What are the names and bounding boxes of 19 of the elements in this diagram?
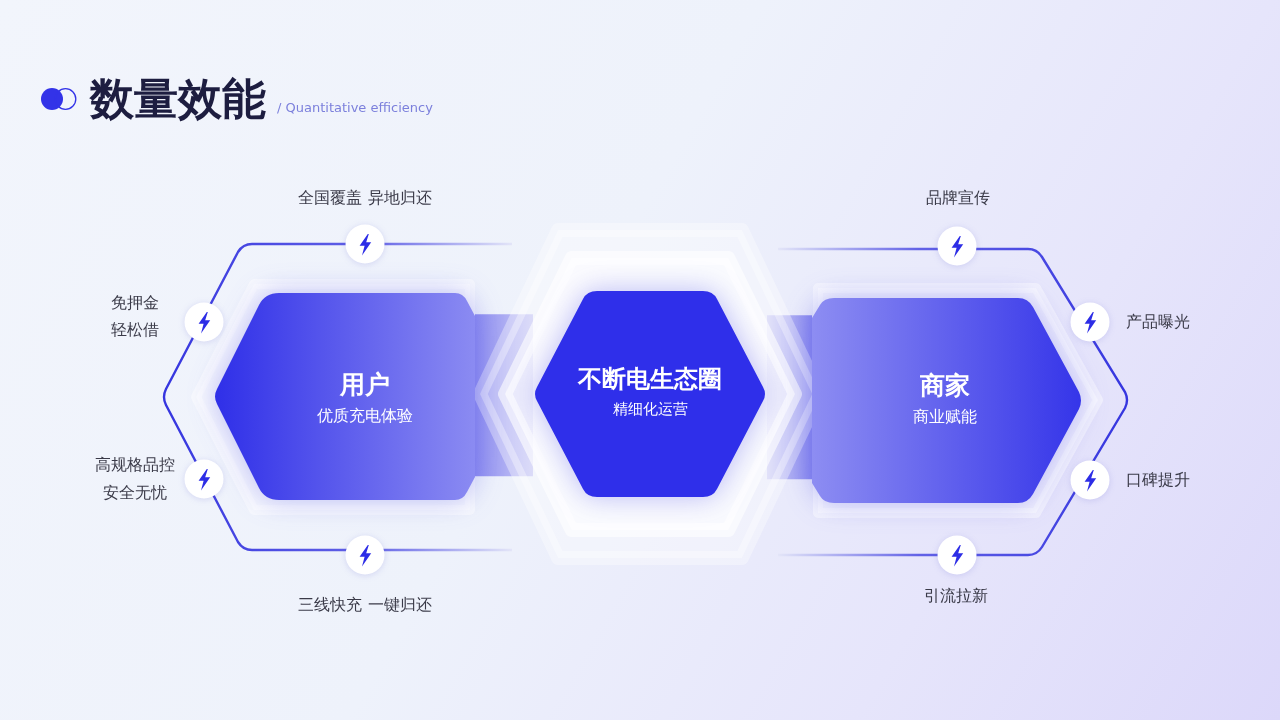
feature-label: 产品曝光 (1126, 311, 1190, 333)
node-title: 不断电生态圈 (578, 366, 722, 394)
node-title: 商家 (920, 372, 970, 401)
node-subtitle: 优质充电体验 (317, 407, 413, 426)
feature-label: 免押金轻松借 (110, 292, 160, 341)
feature-label: 三线快充 一键归还 (298, 594, 432, 616)
feature-label: 品牌宣传 (926, 187, 990, 209)
hexagon-node (533, 291, 767, 497)
feature-label: 高规格品控安全无忧 (94, 454, 176, 504)
connector-band (475, 314, 533, 477)
connector-band (767, 315, 812, 480)
slide-title: 数量效能 (90, 73, 266, 125)
node-title: 用户 (340, 371, 390, 400)
feature-label: 口碑提升 (1126, 469, 1190, 491)
subtitle: / Quantitative efficiency (277, 99, 433, 117)
node-subtitle: 商业赋能 (913, 408, 977, 427)
node-subtitle: 精细化运营 (612, 401, 688, 419)
feature-label: 引流拉新 (924, 585, 988, 607)
feature-label: 全国覆盖 异地归还 (298, 187, 432, 209)
